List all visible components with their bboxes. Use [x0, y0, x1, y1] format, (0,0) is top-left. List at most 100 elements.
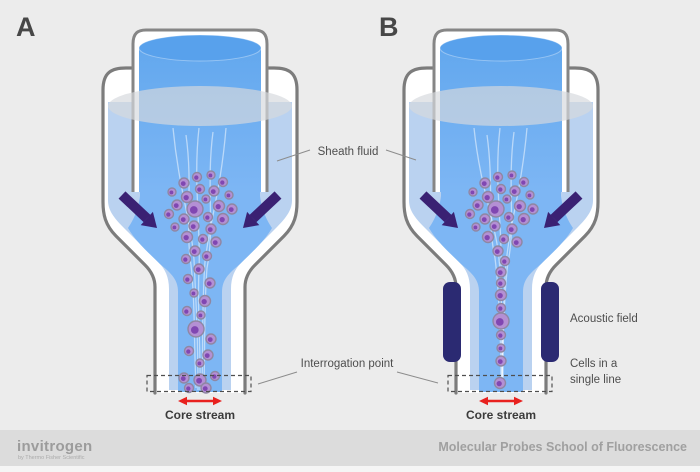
cell-nucleus [196, 377, 202, 384]
acoustic-transducer-left [443, 282, 461, 362]
footer-course-title: Molecular Probes School of Fluorescence [438, 440, 687, 454]
core-stream-arrow-a [178, 396, 222, 406]
cell-nucleus [180, 217, 186, 223]
cell-nucleus [180, 376, 186, 381]
cell-nucleus [513, 240, 519, 246]
cell-nucleus [481, 217, 487, 223]
cell-nucleus [197, 361, 202, 366]
sheath-fluid-annotation: Sheath fluid [276, 146, 417, 162]
cell-nucleus [220, 180, 225, 185]
cell-nucleus [200, 237, 205, 242]
cell-nucleus [190, 224, 196, 230]
cell-nucleus [516, 204, 522, 210]
cell-nucleus [498, 346, 503, 351]
cell-nucleus [203, 197, 208, 202]
cell-nucleus [210, 189, 216, 195]
cell-nucleus [207, 337, 213, 342]
invitrogen-logo: invitrogen by Thermo Fisher Scientific [17, 438, 93, 461]
footer-bar: invitrogen by Thermo Fisher Scientific M… [0, 430, 700, 472]
cell-nucleus [205, 215, 210, 220]
cell-nucleus [180, 181, 186, 187]
cell-nucleus [481, 181, 487, 187]
cell-nucleus [204, 254, 209, 259]
cell-nucleus [201, 299, 207, 305]
cell-nucleus [186, 349, 191, 354]
cell-nucleus [228, 207, 234, 213]
core-stream-label-a: Core stream [165, 408, 235, 422]
cell-nucleus [509, 173, 514, 178]
cell-nucleus [496, 381, 502, 387]
panel-b-letter: B [379, 12, 399, 42]
panel-b-funnel: Core stream [402, 28, 600, 422]
cell-nucleus [495, 175, 500, 180]
cell-nucleus [494, 249, 500, 255]
cell-nucleus [183, 257, 188, 262]
cell-nucleus [502, 259, 507, 264]
cell-nucleus [490, 206, 499, 214]
acoustic-transducer-right [541, 282, 559, 362]
interrogation-box-a [146, 374, 252, 393]
cell-nucleus [195, 267, 201, 272]
cell-nucleus [212, 240, 218, 246]
cell-nucleus [501, 237, 506, 242]
cell-nucleus [166, 212, 171, 217]
cell-nucleus [191, 249, 197, 255]
cell-nucleus [473, 225, 478, 230]
acoustic-field-label: Acoustic field [570, 313, 638, 325]
cell-nucleus [189, 206, 198, 214]
core-stream-arrow-b [479, 396, 523, 406]
cell-nucleus [207, 227, 213, 233]
core-stream-label-b: Core stream [466, 408, 536, 422]
cells-a [163, 170, 238, 394]
cell-nucleus [215, 204, 221, 210]
cell-nucleus [169, 190, 174, 195]
cell-nucleus [484, 235, 490, 241]
cell-nucleus [202, 386, 208, 391]
cell-nucleus [498, 306, 503, 311]
cell-nucleus [219, 217, 225, 223]
cell-nucleus [506, 215, 511, 220]
cell-nucleus [484, 195, 490, 201]
cell-nucleus [491, 224, 497, 230]
cell-nucleus [497, 293, 503, 299]
cell-nucleus [191, 291, 196, 296]
cell-nucleus [204, 353, 210, 358]
cell-nucleus [508, 227, 514, 233]
sheath-fluid-label: Sheath fluid [318, 146, 379, 158]
cell-nucleus [198, 313, 203, 318]
cell-nucleus [467, 212, 472, 217]
cell-nucleus [194, 175, 199, 180]
cell-nucleus [226, 193, 231, 198]
cell-nucleus [197, 187, 202, 192]
cell-nucleus [183, 235, 189, 241]
cell-nucleus [184, 309, 189, 314]
cell-nucleus [520, 217, 526, 223]
panel-a-letter: A [16, 12, 36, 42]
cell-nucleus [498, 281, 503, 286]
cell-nucleus [172, 225, 177, 230]
cell-nucleus [173, 203, 179, 209]
cell-nucleus [497, 359, 503, 364]
cell-nucleus [498, 333, 503, 338]
cell-nucleus [208, 173, 213, 178]
cell-nucleus [498, 187, 503, 192]
cell-nucleus [504, 197, 509, 202]
cell-nucleus [186, 386, 191, 391]
cell-nucleus [497, 270, 503, 275]
cell-nucleus [495, 318, 504, 326]
cell-nucleus [521, 180, 526, 185]
cells-single-line-label-2: single line [570, 374, 621, 386]
interrogation-box-b [447, 374, 553, 393]
panel-a-funnel: Core stream [101, 28, 299, 422]
invitrogen-logo-subtext: by Thermo Fisher Scientific [18, 455, 85, 461]
interrogation-point-annotation: Interrogation point [257, 358, 439, 385]
invitrogen-logo-text: invitrogen [17, 438, 93, 455]
cell-nucleus [183, 195, 189, 201]
cell-nucleus [206, 281, 212, 286]
cell-nucleus [474, 203, 480, 209]
interrogation-point-label: Interrogation point [301, 358, 395, 370]
cells-single-line-label-1: Cells in a [570, 358, 618, 370]
cell-nucleus [185, 277, 190, 282]
